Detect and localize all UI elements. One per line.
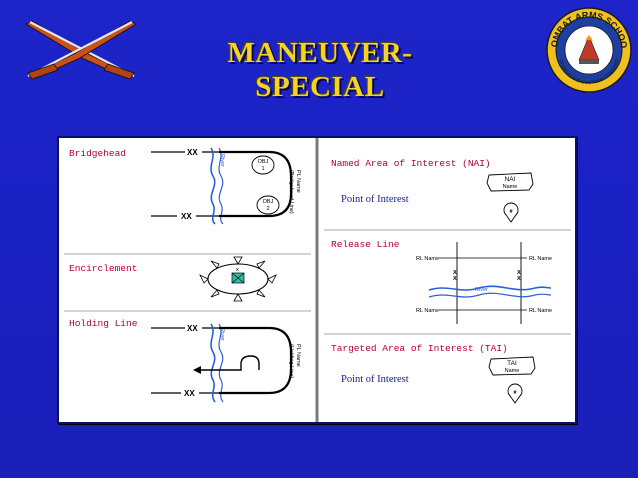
svg-text:X: X — [517, 270, 521, 276]
diagram-panel: Bridgehead XX XX River OBJ 1 OBJ 2 PL Na… — [57, 136, 577, 424]
nai-point-of-interest: Point of Interest — [341, 194, 409, 205]
slide-title: MANEUVER- SPECIAL — [190, 36, 450, 104]
river-label: River — [219, 328, 225, 341]
river-line — [210, 147, 216, 225]
bridgehead-pl-name: PL Name — [295, 170, 301, 193]
svg-text:X: X — [517, 276, 521, 282]
encirclement-symbol: x — [199, 256, 277, 302]
holding-pl-name: PL Name — [295, 344, 301, 367]
holding-line-label: Holding Line — [69, 318, 138, 329]
objective-2-number: 2 — [266, 206, 269, 212]
objective-1-label: OBJ — [258, 159, 269, 165]
tai-point-of-interest: Point of Interest — [341, 374, 409, 385]
river-line — [210, 323, 216, 403]
encirclement-label: Encirclement — [69, 263, 137, 274]
objective-1-number: 1 — [261, 166, 264, 172]
title-line-1: MANEUVER- — [227, 37, 413, 69]
holding-phase-line — [219, 326, 293, 395]
release-line-label: Release Line — [331, 239, 400, 250]
river-label: River — [219, 154, 225, 167]
holding-pl-caption: (Holding Line) — [288, 344, 294, 378]
svg-text:X: X — [453, 276, 457, 282]
svg-text:X: X — [453, 270, 457, 276]
nai-box-title: NAI — [505, 176, 516, 183]
nai-area-shape — [486, 172, 534, 192]
graphic-control-measures: Bridgehead XX XX River OBJ 1 OBJ 2 PL Na… — [64, 138, 571, 422]
objective-2-label: OBJ — [263, 199, 274, 205]
point-of-interest-marker-icon: # — [503, 202, 519, 223]
title-line-2: SPECIAL — [255, 71, 385, 103]
point-of-interest-marker-icon: # — [507, 383, 523, 404]
rl-name: RL Name — [529, 256, 552, 262]
tai-area-shape — [488, 356, 536, 376]
nai-box-name: Name — [503, 184, 518, 190]
tai-box-name: Name — [505, 368, 520, 374]
boundary-echelon: XX — [187, 148, 198, 157]
rl-name: RL Name — [529, 308, 552, 314]
poi-marker-number: # — [513, 390, 516, 396]
rl-name: RL Name — [416, 308, 439, 314]
bridgehead-pl-caption: (Bridgehead Line) — [288, 170, 294, 214]
boundary-echelon: XX — [187, 324, 198, 333]
river-line — [428, 285, 552, 291]
rl-name: RL Name — [416, 256, 439, 262]
river-label: River — [475, 287, 488, 293]
boundary-echelon: XX — [184, 389, 195, 398]
poi-marker-number: # — [509, 209, 512, 215]
combat-arms-school-seal-icon: COMBAT ARMS SCHOOL TRAINING AND DOCTRINE… — [545, 6, 632, 93]
tai-label: Targeted Area of Interest (TAI) — [331, 343, 508, 354]
boundary-echelon: XX — [181, 212, 192, 221]
objective-2 — [256, 195, 280, 215]
crossed-rifles-icon — [25, 20, 137, 80]
objective-1 — [251, 155, 275, 175]
bridgehead-label: Bridgehead — [69, 148, 126, 159]
nai-label: Named Area of Interest (NAI) — [331, 158, 491, 169]
withdrawal-arrow — [197, 355, 260, 371]
svg-text:x: x — [236, 267, 239, 273]
bridgehead-phase-line — [219, 150, 293, 218]
tai-box-title: TAI — [507, 360, 517, 367]
